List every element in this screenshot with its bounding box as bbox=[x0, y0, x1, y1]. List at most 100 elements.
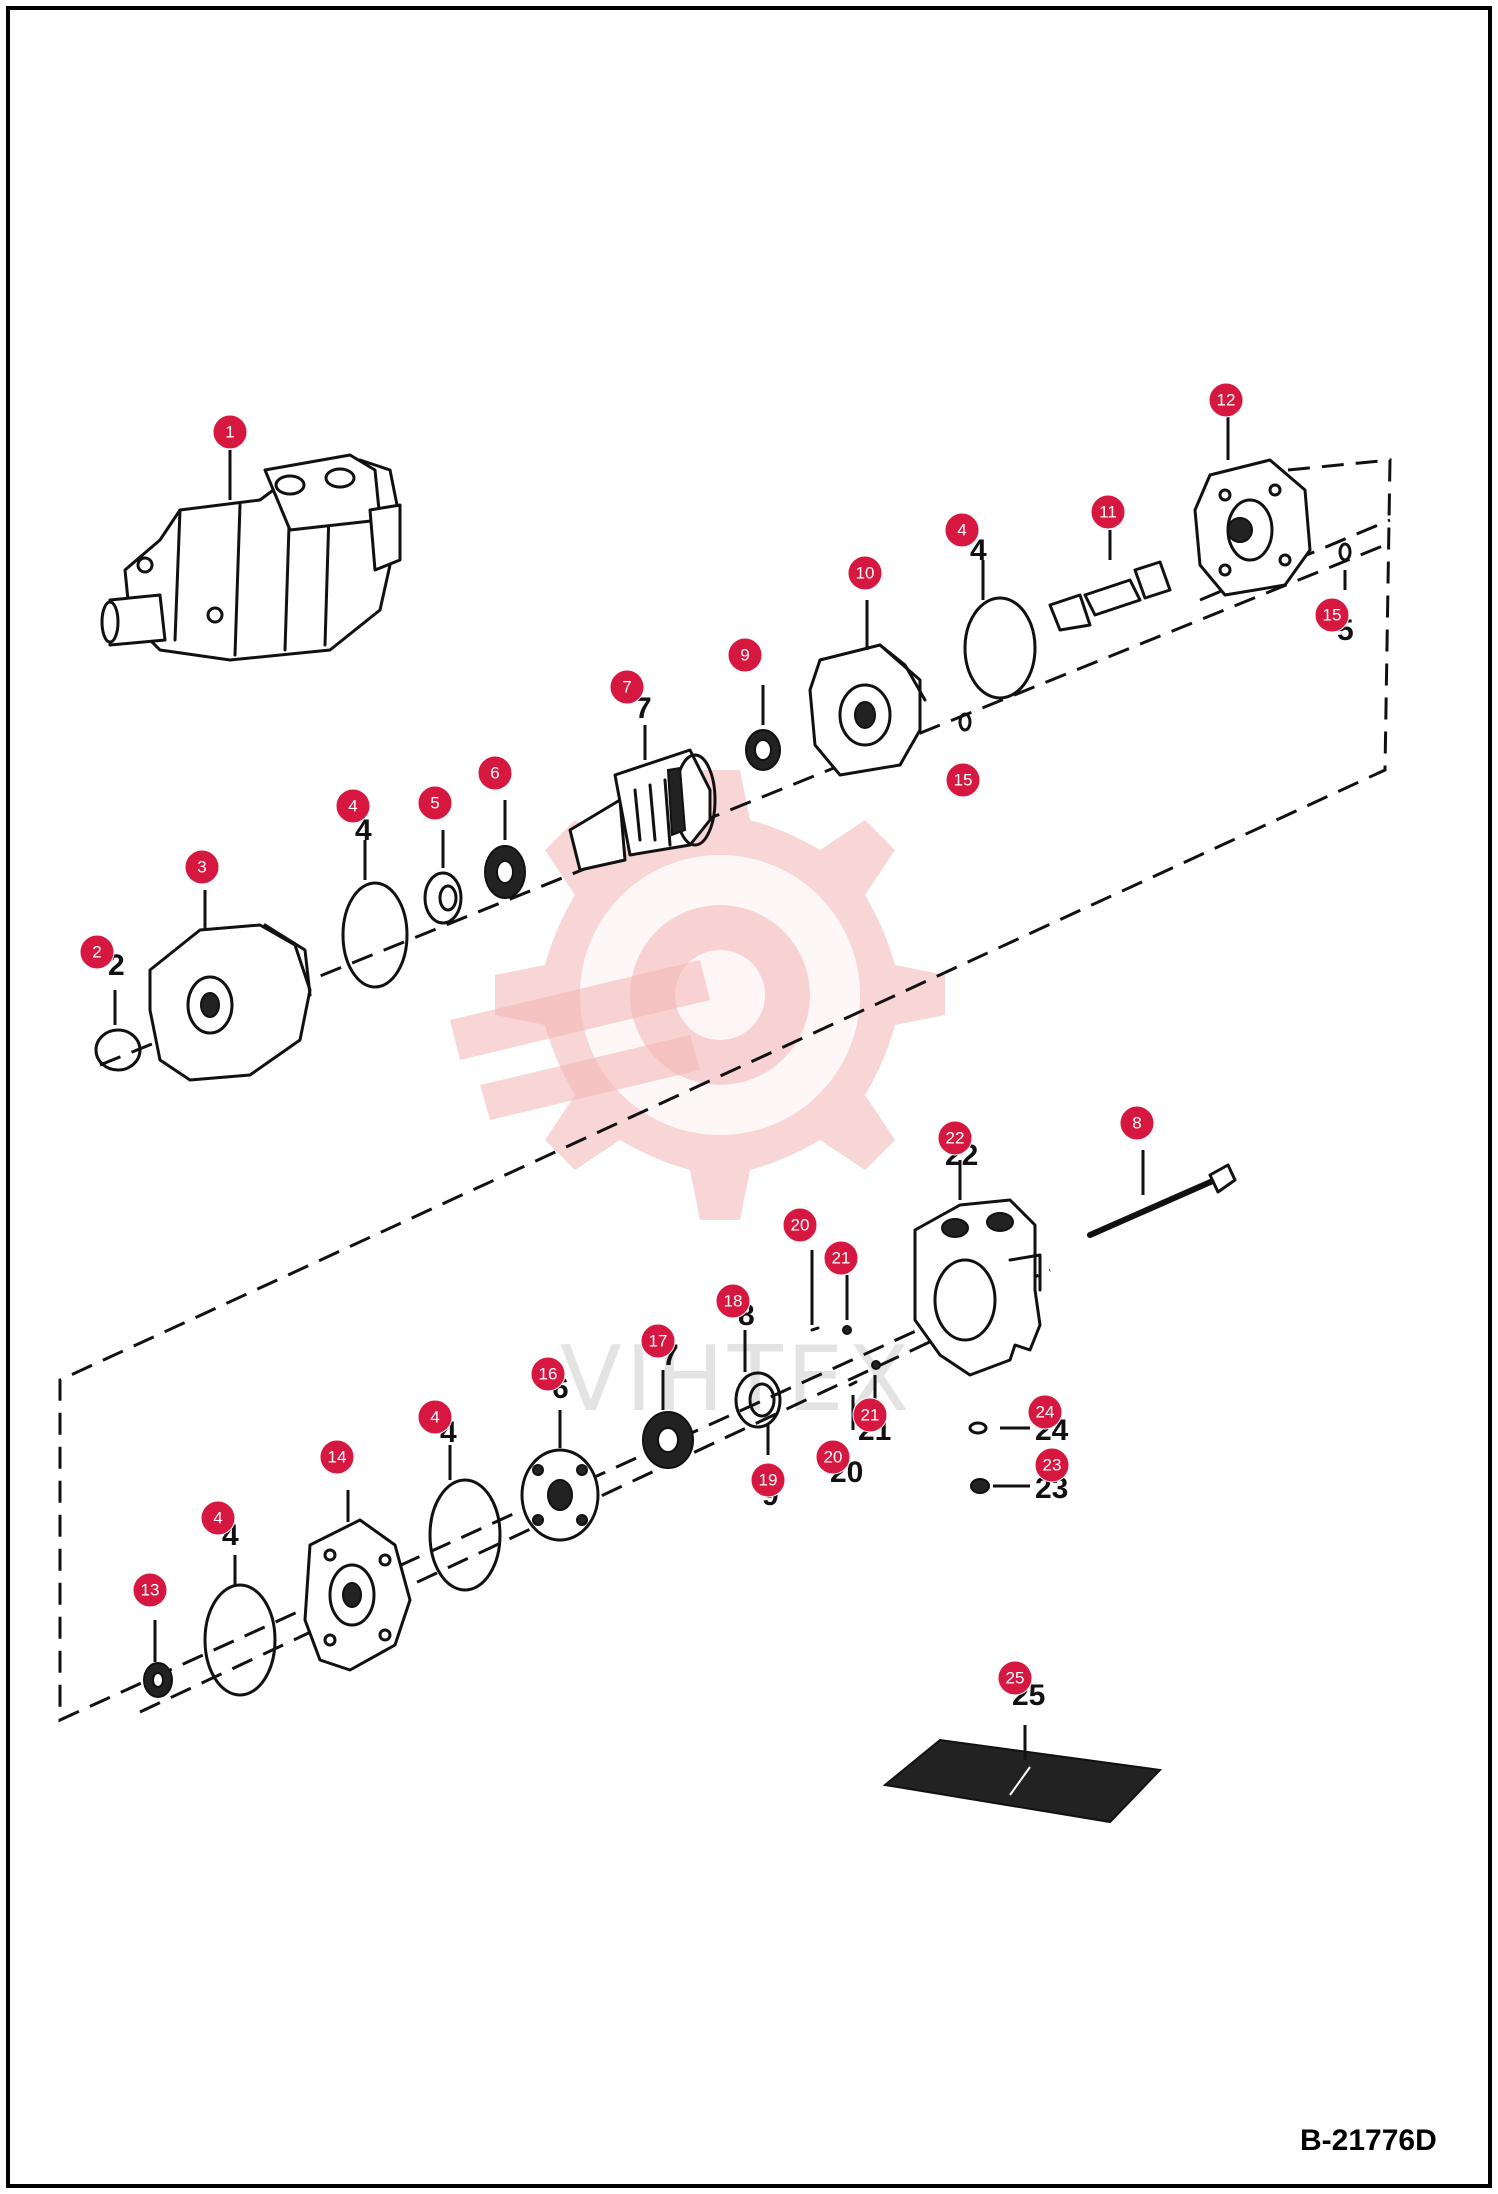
callout-badge-1[interactable]: 1 bbox=[212, 414, 248, 450]
callout-badge-circle bbox=[997, 1660, 1033, 1696]
callout-badge-circle bbox=[200, 1500, 236, 1536]
callout-badge-circle bbox=[79, 934, 115, 970]
part-motor-assembly bbox=[100, 453, 402, 662]
callout-badge-label: 15 bbox=[954, 771, 973, 790]
callout-badge-label: 21 bbox=[832, 1249, 851, 1268]
callout-badge-label: 20 bbox=[824, 1448, 843, 1467]
part-6-bearing bbox=[484, 845, 526, 899]
callout-badge-circle bbox=[417, 1399, 453, 1435]
part-8-bolt bbox=[1087, 1163, 1237, 1238]
callout-badge-label: 20 bbox=[791, 1216, 810, 1235]
callout-badge-circle bbox=[417, 785, 453, 821]
callout-badge-label: 1 bbox=[225, 423, 234, 442]
callout-badge-circle bbox=[945, 762, 981, 798]
part-5-washer bbox=[423, 871, 463, 925]
callout-badge-label: 8 bbox=[1132, 1114, 1141, 1133]
callout-badge-4b[interactable]: 4 bbox=[944, 512, 980, 548]
part-4d-ring bbox=[203, 1583, 277, 1697]
callout-badge-label: 25 bbox=[1006, 1669, 1025, 1688]
diagram-frame bbox=[6, 6, 1492, 2188]
callout-badge-circle bbox=[1034, 1447, 1070, 1483]
callout-badge-5[interactable]: 5 bbox=[417, 785, 453, 821]
callout-badge-15b[interactable]: 15 bbox=[1314, 597, 1350, 633]
part-4b-ring bbox=[963, 596, 1037, 700]
callout-badge-circle bbox=[609, 669, 645, 705]
part-14-end-cover bbox=[303, 1518, 412, 1672]
callout-badge-label: 3 bbox=[197, 858, 206, 877]
callout-badge-label: 4 bbox=[430, 1408, 439, 1427]
callout-badge-17[interactable]: 17 bbox=[640, 1323, 676, 1359]
callout-badge-3[interactable]: 3 bbox=[184, 849, 220, 885]
part-20b-pin bbox=[848, 1380, 858, 1387]
part-18-seal bbox=[734, 1371, 782, 1429]
watermark-logo bbox=[450, 770, 945, 1220]
callout-badge-4c[interactable]: 4 bbox=[417, 1399, 453, 1435]
callout-badge-2[interactable]: 2 bbox=[79, 934, 115, 970]
callout-badge-16[interactable]: 16 bbox=[530, 1356, 566, 1392]
part-10-flange bbox=[808, 643, 927, 777]
callout-badge-11[interactable]: 11 bbox=[1090, 494, 1126, 530]
callout-badge-circle bbox=[782, 1207, 818, 1243]
part-23-nut bbox=[970, 1478, 990, 1494]
callout-badge-label: 5 bbox=[430, 794, 439, 813]
callout-badge-22[interactable]: 22 bbox=[937, 1120, 973, 1156]
callout-badge-21b[interactable]: 21 bbox=[852, 1397, 888, 1433]
callout-badge-circle bbox=[823, 1240, 859, 1276]
callout-badge-24[interactable]: 24 bbox=[1027, 1394, 1063, 1430]
part-15b-oring bbox=[1338, 542, 1352, 562]
part-2-oring bbox=[94, 1028, 142, 1072]
callout-badge-circle bbox=[1027, 1394, 1063, 1430]
callout-badge-12[interactable]: 12 bbox=[1208, 382, 1244, 418]
callout-badge-18[interactable]: 18 bbox=[715, 1283, 751, 1319]
callout-badge-14[interactable]: 14 bbox=[319, 1439, 355, 1475]
callout-badge-7[interactable]: 7 bbox=[609, 669, 645, 705]
callout-badge-circle bbox=[1208, 382, 1244, 418]
callout-badge-label: 4 bbox=[348, 797, 357, 816]
callout-badge-label: 15 bbox=[1323, 606, 1342, 625]
callout-badge-19[interactable]: 19 bbox=[750, 1462, 786, 1498]
callout-badge-label: 7 bbox=[622, 678, 631, 697]
part-20a-pin bbox=[810, 1326, 820, 1332]
callout-badge-circle bbox=[640, 1323, 676, 1359]
part-17-bearing bbox=[642, 1411, 694, 1469]
callout-badge-15a[interactable]: 15 bbox=[945, 762, 981, 798]
part-4c-ring bbox=[428, 1478, 502, 1592]
callout-badge-circle bbox=[852, 1397, 888, 1433]
callout-badge-circle bbox=[727, 637, 763, 673]
part-16-rotor bbox=[520, 1448, 600, 1542]
callout-badge-label: 18 bbox=[724, 1292, 743, 1311]
callout-badge-25[interactable]: 25 bbox=[997, 1660, 1033, 1696]
callout-badge-label: 13 bbox=[141, 1581, 160, 1600]
callout-badge-label: 10 bbox=[856, 564, 875, 583]
callout-badge-6[interactable]: 6 bbox=[477, 755, 513, 791]
callout-badge-circle bbox=[184, 849, 220, 885]
callout-badge-label: 11 bbox=[1099, 503, 1117, 522]
part-7-output-shaft bbox=[568, 748, 717, 872]
callout-badge-4d[interactable]: 4 bbox=[200, 1500, 236, 1536]
callout-badge-label: 21 bbox=[861, 1406, 880, 1425]
callout-badge-circle bbox=[477, 755, 513, 791]
callout-badge-label: 4 bbox=[957, 521, 966, 540]
leader-lines bbox=[113, 410, 1347, 1760]
callout-badge-circle bbox=[944, 512, 980, 548]
callout-badge-21a[interactable]: 21 bbox=[823, 1240, 859, 1276]
callout-badge-label: 9 bbox=[740, 646, 749, 665]
callout-badge-label: 17 bbox=[649, 1332, 668, 1351]
callout-badge-8[interactable]: 8 bbox=[1119, 1105, 1155, 1141]
callout-badge-circle bbox=[1314, 597, 1350, 633]
callout-badge-20a[interactable]: 20 bbox=[782, 1207, 818, 1243]
part-4a-ring bbox=[341, 881, 409, 989]
callout-badge-label: 14 bbox=[328, 1448, 347, 1467]
part-25-decal bbox=[882, 1738, 1163, 1824]
callout-badge-13[interactable]: 13 bbox=[132, 1572, 168, 1608]
callout-badge-4a[interactable]: 4 bbox=[335, 788, 371, 824]
callout-badge-10[interactable]: 10 bbox=[847, 555, 883, 591]
diagram-code: B-21776D bbox=[1300, 2124, 1437, 2157]
callout-badge-23[interactable]: 23 bbox=[1034, 1447, 1070, 1483]
part-24-washer bbox=[968, 1421, 988, 1435]
callout-badge-20b[interactable]: 20 bbox=[815, 1439, 851, 1475]
callout-badge-9[interactable]: 9 bbox=[727, 637, 763, 673]
callout-badge-circle bbox=[1090, 494, 1126, 530]
